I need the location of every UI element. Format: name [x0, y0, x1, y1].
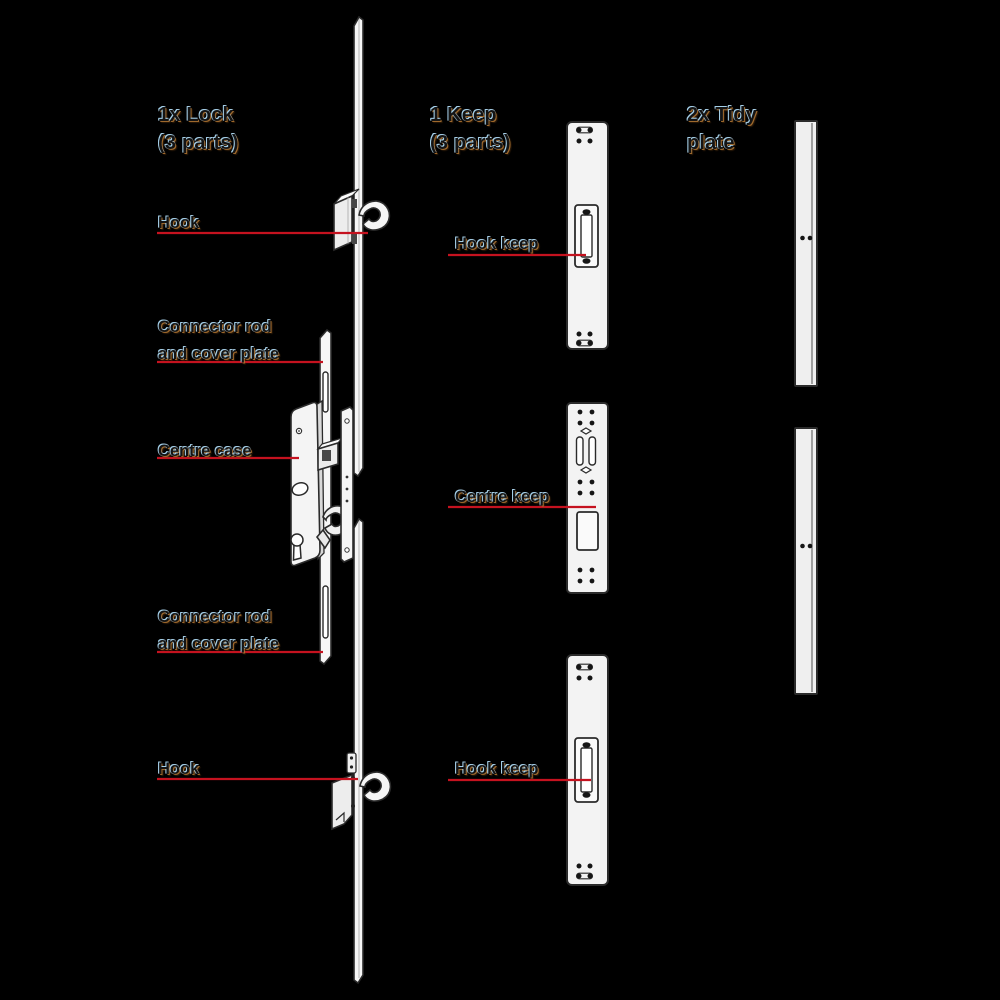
hook-keep-top-part [566, 121, 609, 350]
centre-keep-screw-holes [577, 409, 595, 584]
label-hook-keep-top: Hook keep [455, 235, 539, 253]
centre-case-part [290, 399, 354, 567]
header-lock-line2: (3 parts) [158, 132, 239, 154]
centre-case-spindle-and-screws [291, 427, 309, 496]
label-connector-bottom: Connector rod and cover plate [158, 604, 279, 658]
hook-top-part [333, 188, 391, 252]
label-centre-keep: Centre keep [455, 488, 550, 506]
label-hook-top: Hook [158, 214, 200, 232]
lock-assembly [290, 15, 392, 985]
tidy-plates [794, 120, 818, 695]
header-lock: 1x Lock (3 parts) [158, 101, 239, 157]
hook-top-claw [358, 200, 391, 231]
hook-bottom-part [331, 752, 392, 831]
lock-faceplate-bottom-strip [353, 517, 364, 985]
header-tidy-line2: plate [687, 132, 735, 154]
header-keep-line1: 1 Keep [430, 104, 497, 126]
header-lock-line1: 1x Lock [158, 104, 234, 126]
header-tidy: 2x Tidy plate [687, 101, 757, 157]
label-connector-top-line2: and cover plate [158, 345, 280, 363]
header-tidy-line1: 2x Tidy [687, 104, 757, 126]
keep-assembly [566, 121, 609, 886]
centre-keep-latch-guides [575, 427, 597, 474]
label-hook-bottom: Hook [158, 760, 200, 778]
label-connector-bottom-line2: and cover plate [158, 635, 280, 653]
leader-lines [157, 231, 596, 782]
centre-keep-bolt-recess [576, 511, 599, 551]
hook-bottom-claw [359, 771, 392, 802]
label-connector-top: Connector rod and cover plate [158, 314, 279, 368]
label-connector-top-line1: Connector rod [158, 318, 272, 336]
hook-keep-top-recess [574, 204, 599, 268]
centre-case-faceplate [340, 406, 354, 563]
label-connector-bottom-line1: Connector rod [158, 608, 272, 626]
lock-faceplate-top-strip [353, 15, 364, 478]
centre-case-keyhole [290, 533, 304, 561]
hook-keep-bottom-part [566, 654, 609, 886]
header-keep-line2: (3 parts) [430, 132, 511, 154]
hook-keep-bottom-screw-holes [575, 663, 594, 880]
hook-keep-bottom-recess [574, 737, 599, 803]
tidy-plate-top [794, 120, 818, 387]
centre-keep-part [566, 402, 609, 594]
label-centre-case: Centre case [158, 442, 252, 460]
label-hook-keep-bottom: Hook keep [455, 760, 539, 778]
header-keep: 1 Keep (3 parts) [430, 101, 511, 157]
tidy-plate-bottom [794, 427, 818, 695]
hook-keep-top-screw-holes [575, 126, 594, 347]
